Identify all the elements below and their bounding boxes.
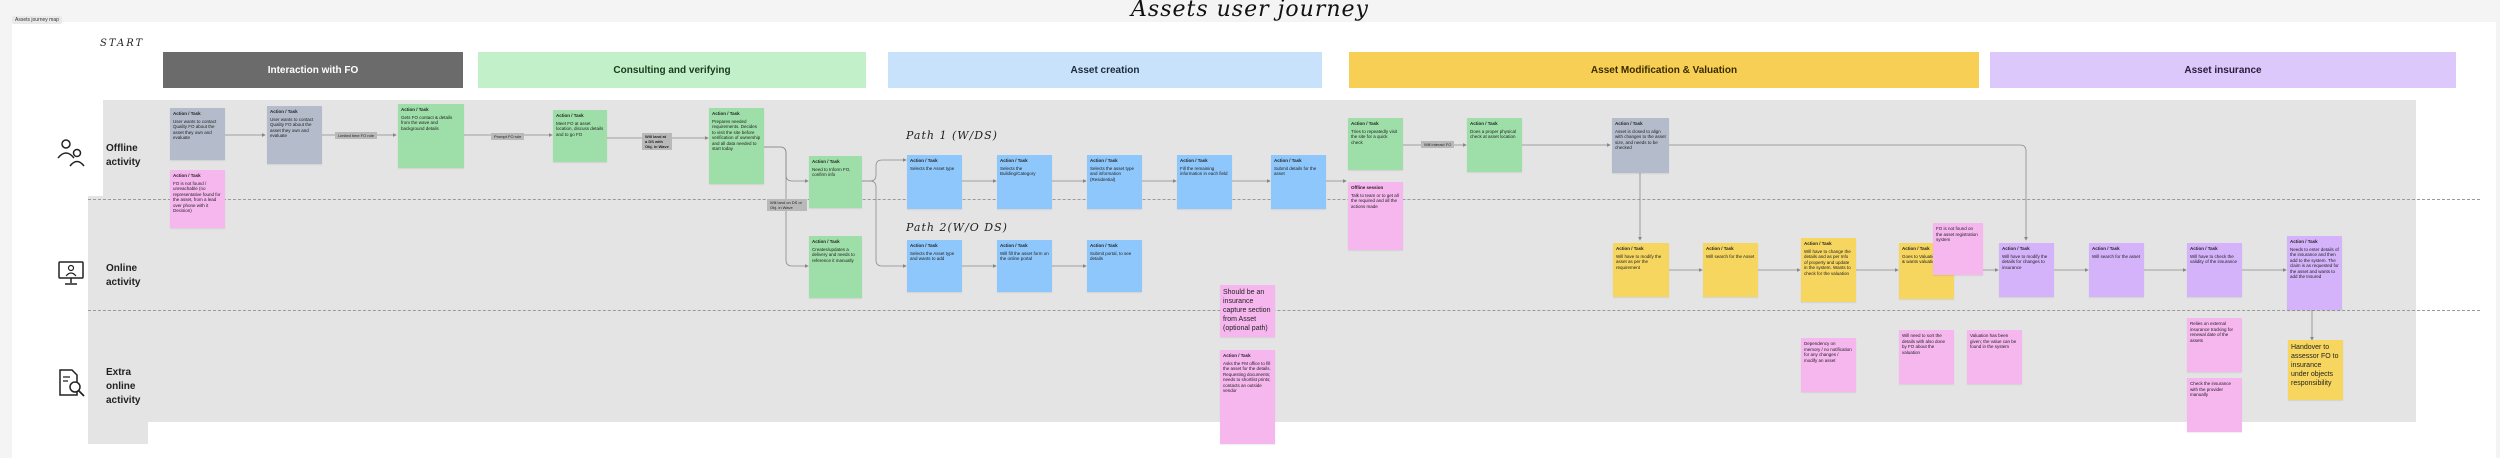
people-icon <box>57 139 85 167</box>
sticky-note[interactable]: Dependency on memory / no notification f… <box>1801 338 1856 392</box>
sticky-note[interactable]: Relies on external insurance tracking fo… <box>2187 318 2242 372</box>
document-search-icon <box>59 369 85 397</box>
phase-header-insurance: Asset insurance <box>1990 52 2456 88</box>
start-label: START <box>100 38 145 49</box>
sticky-note[interactable]: Should be an insurance capture section f… <box>1220 285 1275 337</box>
connector-label: Limited time FO role <box>335 132 378 139</box>
phase-header-asset-creation: Asset creation <box>888 52 1322 88</box>
lane-separator <box>88 310 2480 311</box>
connector-label: Will land at a DS with Obj. in Wave <box>642 133 672 150</box>
phase-header-interaction: Interaction with FO <box>163 52 463 88</box>
sticky-note[interactable]: Check the insurance with the provider ma… <box>2187 378 2242 432</box>
phase-header-consulting: Consulting and verifying <box>478 52 866 88</box>
sticky-note[interactable]: FO is not found on the asset registratio… <box>1933 223 1983 275</box>
connector-label: Will land on DS or Obj. in Wave <box>767 199 807 211</box>
frame-label[interactable]: Assets journey map <box>12 16 62 24</box>
path-2-label: Path 2(W/O DS) <box>906 221 1008 234</box>
connector-label: Will interact FO <box>1421 141 1455 148</box>
swimlane-band-left <box>88 196 148 444</box>
path-1-label: Path 1 (W/DS) <box>906 129 998 142</box>
sticky-note[interactable]: Valuation has been given; the value can … <box>1967 330 2022 384</box>
sticky-note[interactable]: Will need to sort the details with also … <box>1899 330 1954 384</box>
page-title: Assets user journey <box>1131 0 1369 22</box>
monitor-icon <box>58 261 84 285</box>
connector-label: Prompt FO role <box>491 133 525 140</box>
phase-header-modification: Asset Modification & Valuation <box>1349 52 1979 88</box>
sticky-note[interactable]: Handover to assessor FO to insurance und… <box>2288 340 2343 400</box>
